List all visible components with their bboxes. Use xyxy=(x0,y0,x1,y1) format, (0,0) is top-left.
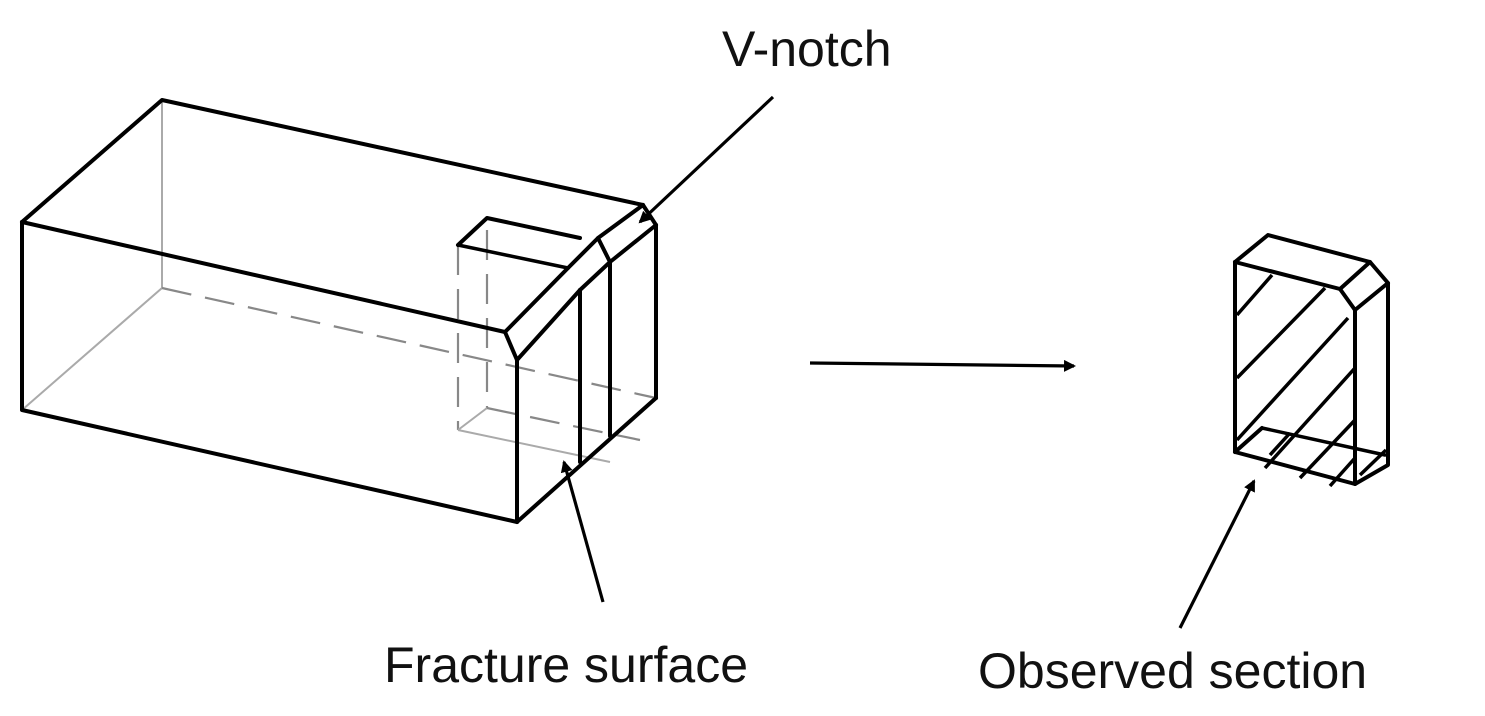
specimen-hidden-edges xyxy=(21,100,657,463)
charpy-specimen xyxy=(20,98,658,524)
observed-section-block xyxy=(1233,233,1390,488)
v-notch-label: V-notch xyxy=(722,21,892,77)
direction-arrow xyxy=(809,359,1076,372)
observed-section-leader-arrow xyxy=(1178,479,1256,629)
fracture-surface-leader-arrow xyxy=(560,460,605,603)
specimen-visible-edges xyxy=(20,98,658,524)
v-notch-leader-arrow xyxy=(638,95,775,224)
fracture-surface-label: Fracture surface xyxy=(384,637,748,693)
observed-section-label: Observed section xyxy=(978,643,1367,699)
section-hatching xyxy=(1235,273,1388,488)
